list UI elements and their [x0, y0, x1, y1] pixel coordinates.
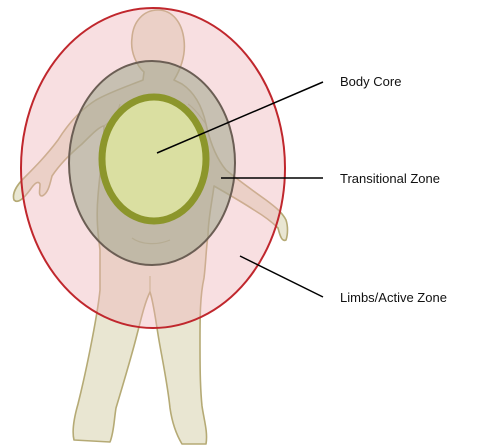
body-core-label: Body Core	[340, 74, 401, 89]
transitional-zone-label: Transitional Zone	[340, 171, 440, 186]
body-core-ellipse	[102, 97, 206, 221]
limbs-active-zone-leader-line	[240, 256, 323, 297]
limbs-active-zone-label: Limbs/Active Zone	[340, 290, 447, 305]
